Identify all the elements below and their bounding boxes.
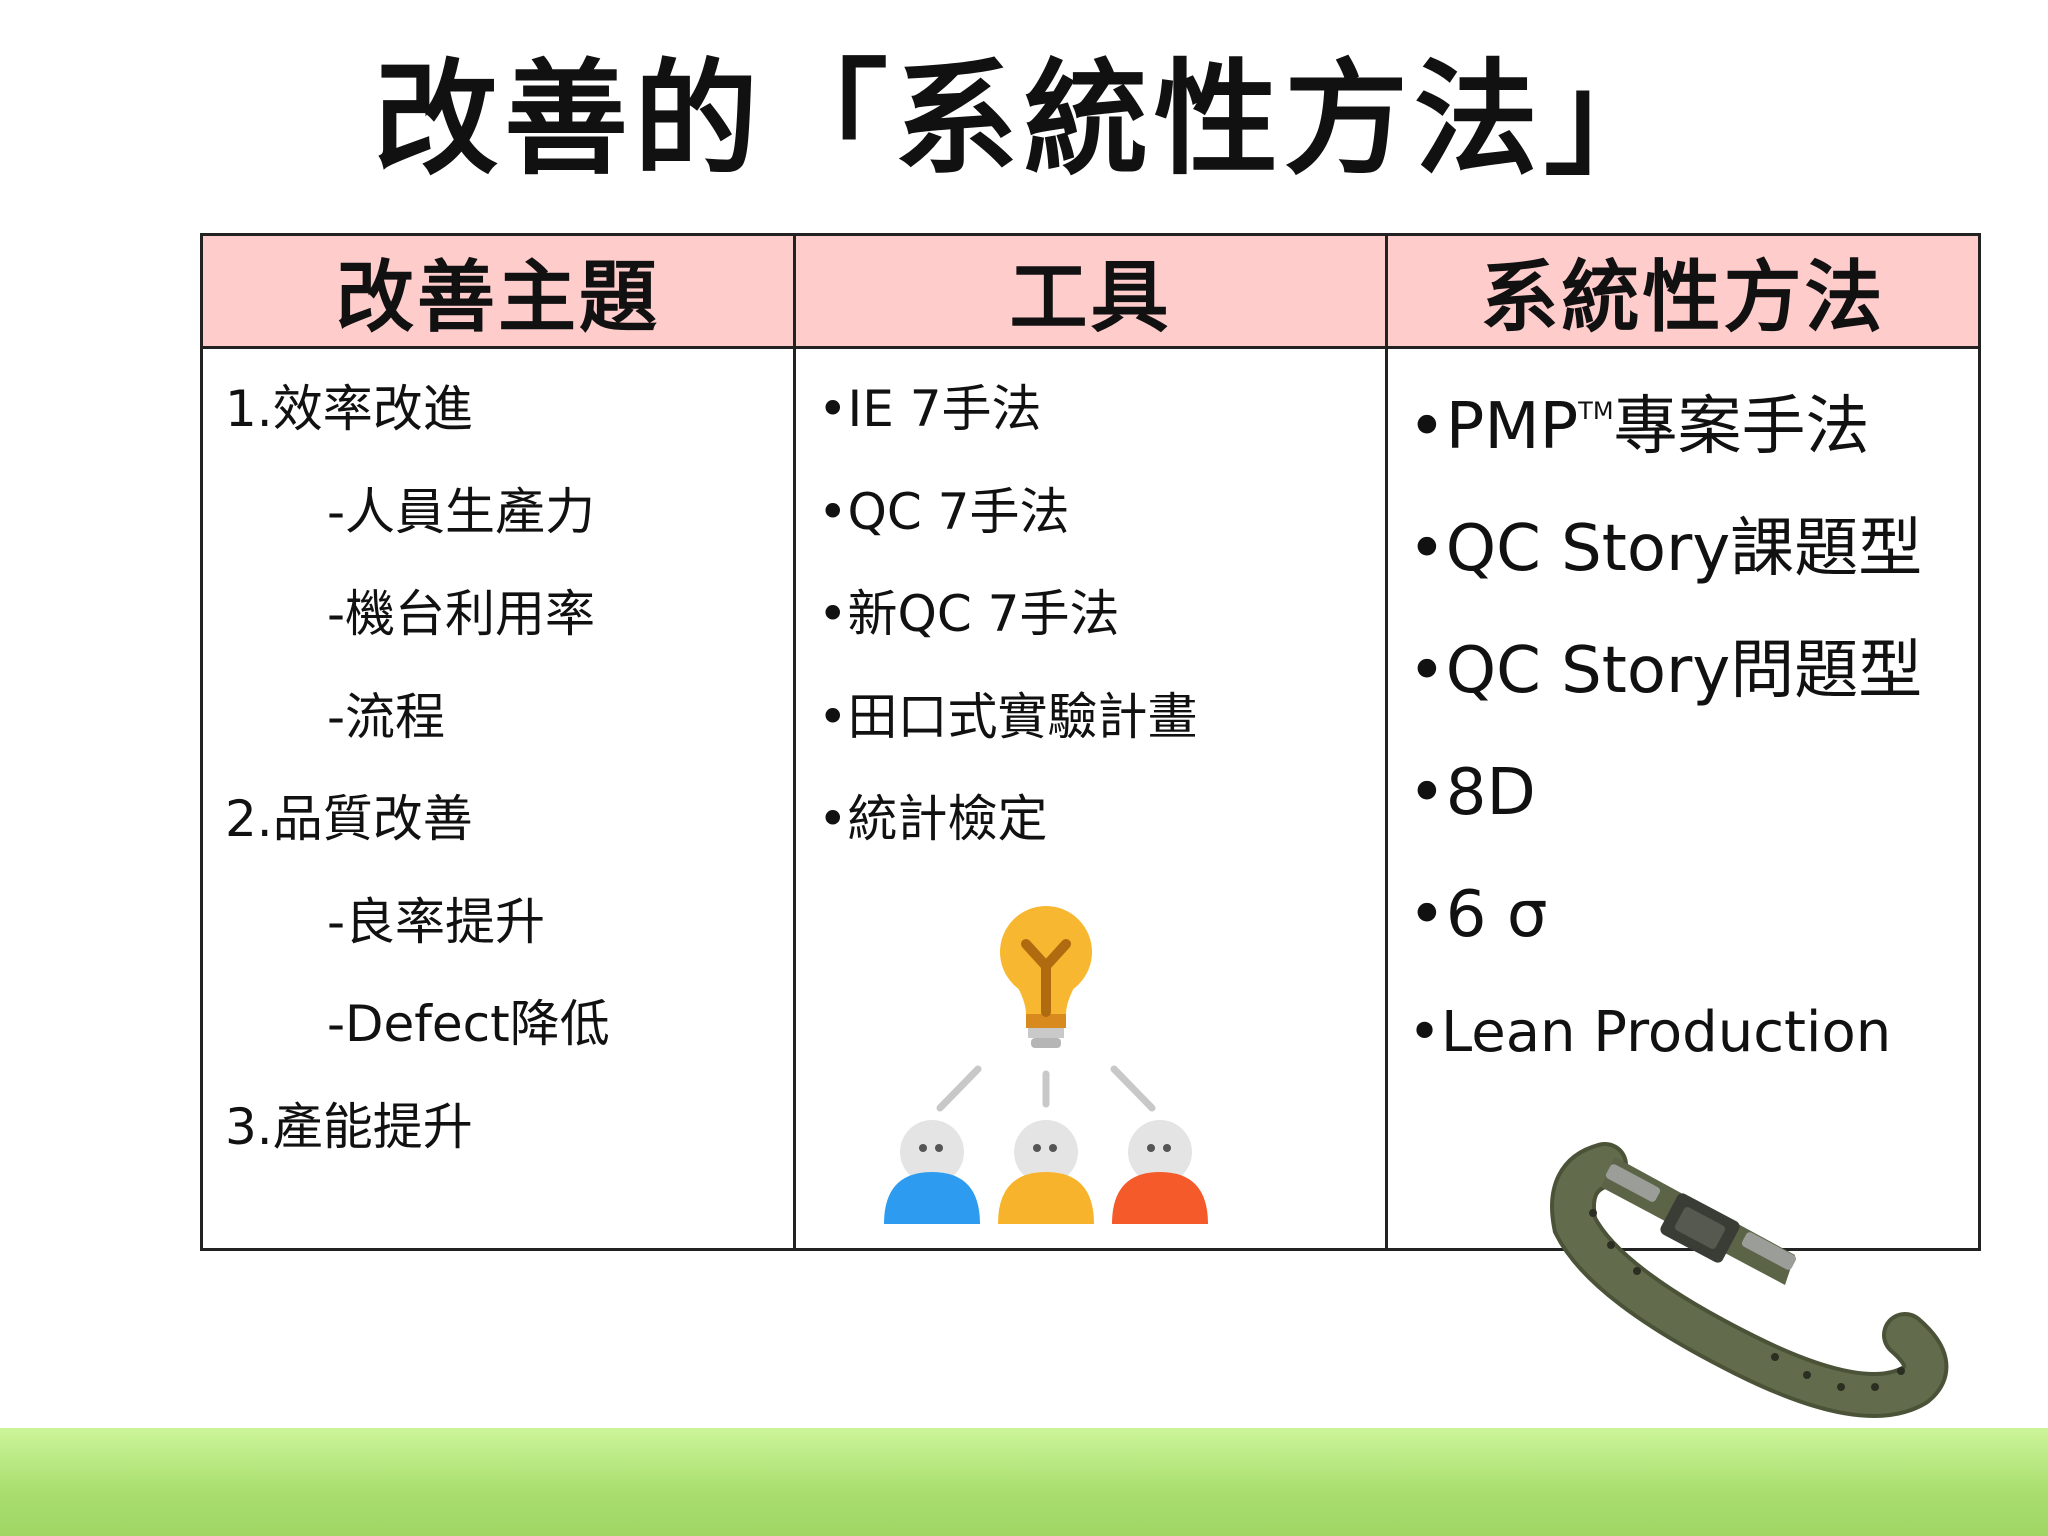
topic-item: -機台利用率 <box>327 585 596 643</box>
tool-item: •統計檢定 <box>818 790 1048 848</box>
tool-item: •QC 7手法 <box>818 482 1070 541</box>
pmp-suffix: 專案手法 <box>1613 390 1870 464</box>
header-systematic-methods: 系統性方法 <box>1388 236 1978 349</box>
method-item: •6 σ <box>1408 878 1548 952</box>
footer-green-band <box>0 1428 2048 1536</box>
topic-item: 1.效率改進 <box>225 380 473 438</box>
military-belt-image <box>1550 1142 1949 1418</box>
pmp-prefix: •PMP <box>1408 390 1579 464</box>
topic-item: -良率提升 <box>327 892 546 951</box>
tools-cell: •IE 7手法 •QC 7手法 •新QC 7手法 •田口式實驗計畫 •統計檢定 <box>796 349 1388 1248</box>
tool-item: •IE 7手法 <box>818 380 1042 438</box>
method-item: •QC Story問題型 <box>1408 634 1923 708</box>
topic-item: 2.品質改善 <box>225 790 473 848</box>
comparison-table: 改善主題 工具 系統性方法 1.效率改進 -人員生產力 -機台利用率 -流程 2… <box>200 233 1981 1251</box>
tool-item: •新QC 7手法 <box>818 585 1120 643</box>
method-item: •QC Story課題型 <box>1408 512 1923 586</box>
topic-item: 3.產能提升 <box>225 1097 473 1156</box>
tool-item: •田口式實驗計畫 <box>818 687 1198 746</box>
trademark-mark: TM <box>1578 397 1614 425</box>
slide-title: 改善的「系統性方法」 <box>373 48 1674 192</box>
header-tools: 工具 <box>796 236 1388 349</box>
header-improvement-topics: 改善主題 <box>203 236 796 349</box>
methods-cell: •PMPTM專案手法 •QC Story課題型 •QC Story問題型 •8D… <box>1388 349 1978 1248</box>
topic-item: -流程 <box>327 687 446 746</box>
topic-item: -人員生產力 <box>327 482 596 541</box>
method-item: •Lean Production <box>1408 1000 1892 1065</box>
topics-cell: 1.效率改進 -人員生產力 -機台利用率 -流程 2.品質改善 -良率提升 -D… <box>203 349 796 1248</box>
topic-item: -Defect降低 <box>327 995 610 1053</box>
method-item-pmp: •PMPTM專案手法 <box>1408 389 1978 511</box>
method-item: •8D <box>1408 756 1536 830</box>
lightbulb-people-icon <box>884 906 1208 1224</box>
